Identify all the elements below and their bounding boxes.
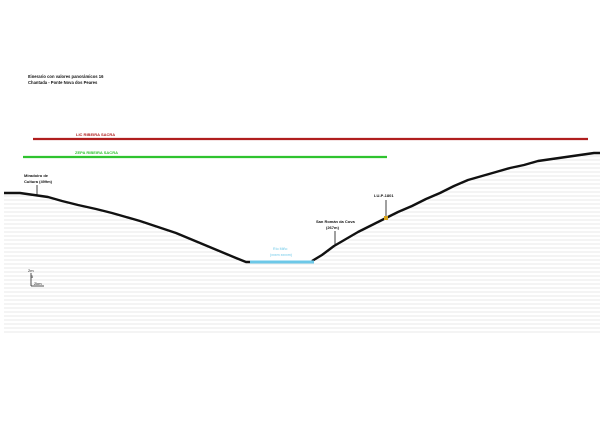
scale-horizontal-label: 2km <box>34 281 42 286</box>
terrain-profile-line <box>4 191 252 264</box>
san-roman-label: San Román da Cova <box>316 219 355 224</box>
scale-mid-label: 5 <box>31 274 34 279</box>
road-label: LU-P-1801 <box>374 193 394 198</box>
terrain-fill-stripes <box>4 155 600 333</box>
scale-vertical-label: 2m <box>28 268 34 273</box>
mirador-elevation-label: Cultura (499m) <box>24 179 53 184</box>
itinerary-title: Itinerario con valores panorámicos 16 <box>28 74 104 79</box>
river-label: Río Miño <box>273 247 287 251</box>
road-crossing-marker <box>384 216 388 220</box>
scale-indicator: 2m 5 2km <box>28 268 44 287</box>
itinerary-subtitle: Chantada - Ponte Nova dos Peares <box>28 80 98 85</box>
lic-band-label: LIC RIBEIRA SACRA <box>76 132 115 137</box>
river-sublabel: (xxxm xxxxm) <box>270 253 292 257</box>
mirador-label: Miradoiro de <box>24 173 49 178</box>
zepa-band-label: ZEPA RIBEIRA SACRA <box>75 150 118 155</box>
san-roman-elevation-label: (267m) <box>326 225 340 230</box>
terrain-profile-line-east <box>311 151 600 263</box>
